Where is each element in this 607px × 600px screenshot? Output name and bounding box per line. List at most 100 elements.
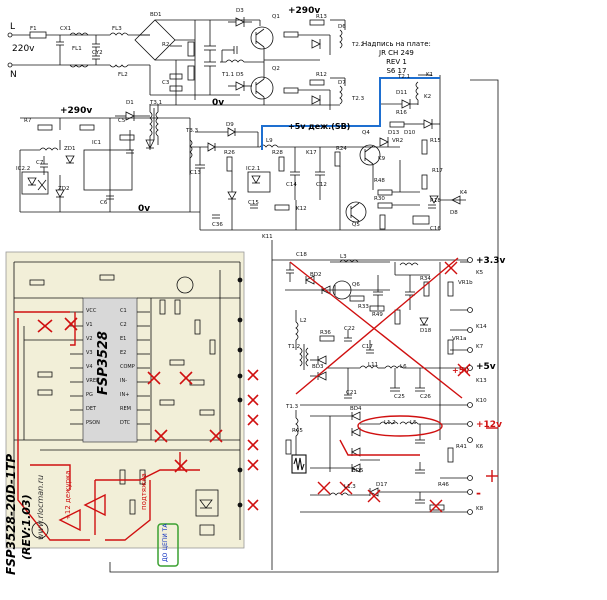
board-note-line4: S6 17 [386,67,407,75]
ic-pin-left-5: VREF [86,378,99,384]
component-k6: K6 [476,444,484,450]
component-l2: L2 [300,318,307,324]
load-resistor [291,454,307,474]
component-k4: K4 [460,190,468,196]
component-c15: C15 [248,200,259,206]
board-rev-label: (REV:1.03) [20,494,33,560]
component-f1: F1 [30,26,37,32]
standby-secondary-section [189,74,466,231]
board-note-line2: JR CH 249 [379,49,414,57]
component-d6: D6 [338,24,346,30]
component-t12: T1.2 [288,344,301,350]
component-r17: R17 [432,168,443,174]
component-c36: C36 [212,222,223,228]
component-q4: Q4 [362,130,370,136]
component-d9: D9 [226,122,234,128]
component-d3: D3 [236,8,244,14]
component-r18: R18 [430,198,441,204]
ic-pin-right-2: E1 [120,336,127,342]
component-fl3: FL3 [112,26,122,32]
component-k5: K5 [476,270,484,276]
mains-220v-label: 220v [12,44,35,54]
component-t23: T2.3 [352,96,365,102]
component-cy2: CY2 [92,50,103,56]
component-c22: C22 [344,326,355,332]
component-bd4: BD4 [350,406,362,412]
component-k2: K2 [424,94,432,100]
red-big-cross [289,257,498,513]
component-c6: C6 [100,200,108,206]
component-l11: L11 [368,362,379,368]
component-d7: D7 [338,80,346,86]
component-c7: C7 [36,160,44,166]
component-q6: Q6 [352,282,360,288]
component-c5: C5 [118,118,126,124]
component-t33: T3.3 [186,128,199,134]
board-title-label: FSP3528-20D-1TP [4,453,18,575]
component-l5: L5 [410,420,417,426]
component-l6: L6 [400,364,407,370]
component-d11: D11 [396,90,408,96]
component-l3: L3 [340,254,347,260]
component-fl1: FL1 [72,46,82,52]
component-r16: R16 [396,110,407,116]
component-r46: R46 [438,482,449,488]
component-zd2: ZD2 [58,186,70,192]
component-t11: T1.1 [222,72,235,78]
component-l12: L1.2 [384,420,396,426]
component-c25: C25 [394,394,405,400]
ic-pin-left-8: PSON [86,420,100,426]
component-q1: Q1 [272,14,280,20]
component-t21: T2.1 [398,74,411,80]
ic-pin-right-7: REM [120,406,131,412]
component-vr2: VR2 [392,138,404,144]
component-vr1b: VR1b [458,280,473,286]
ic-pin-left-1: V1 [86,322,93,328]
red-note-standby: +12 дежурка [64,470,72,520]
ic-pin-right-1: C2 [120,322,127,328]
mains-l-label: L [10,22,16,32]
mains-input-section [7,19,260,100]
output-rectifier-section [109,79,499,573]
component-q2: Q2 [272,66,280,72]
ic-pin-left-0: VCC [86,308,97,314]
ic-pin-right-6: IN+ [120,392,130,398]
component-d10: D10 [404,130,416,136]
component-t31: T3.1 [150,100,163,106]
component-l13: L1.3 [344,484,356,490]
zero-v-mid: 0v [212,98,225,108]
component-fl2: FL2 [118,72,128,78]
component-r41: R41 [456,444,467,450]
output-12v-label: +12v [476,420,502,430]
component-r13: R13 [316,14,327,20]
ic-pin-left-7: DET [86,406,97,412]
standby-primary-section [19,104,200,213]
component-r34: R34 [420,276,431,282]
component-c13: C13 [190,170,201,176]
board-note-line3: REV 1 [386,58,407,66]
component-d1: D1 [126,100,134,106]
standby-blue-wire [261,77,440,150]
component-t22: T2.2 [352,42,365,48]
component-c12: C12 [316,182,327,188]
ic-pin-left-3: V3 [86,350,93,356]
component-bd1: BD1 [150,12,162,18]
component-d13: D13 [388,130,400,136]
component-k17: K17 [306,150,317,156]
output-minus-label: - [476,486,481,500]
component-c3: C3 [162,80,170,86]
top-5v-note: +5v [452,366,470,375]
standby-5v-label: +5v деж.(SB) [288,122,351,131]
component-k9: K9 [378,156,386,162]
component-r33: R33 [358,304,369,310]
plus-290v-top: +290v [288,6,321,16]
component-c26: C26 [420,394,431,400]
component-r45: R45 [292,428,303,434]
component-d18: D18 [420,328,432,334]
ic-name-label: FSP3528 [96,331,111,395]
component-ic21: IC2.1 [246,166,261,172]
component-bd2: BD2 [310,272,322,278]
component-t13: T1.3 [286,404,299,410]
